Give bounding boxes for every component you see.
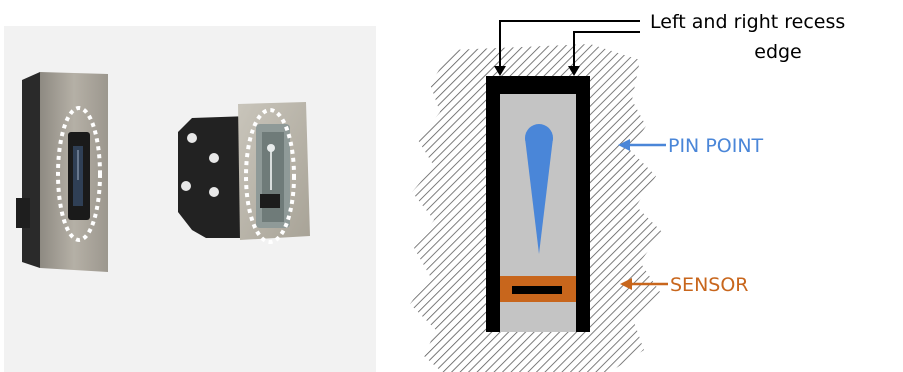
arrowhead-right-edge [568, 66, 580, 76]
pin-point-shape [525, 138, 553, 254]
fingerprint-module-angled-photo [178, 102, 310, 244]
sensor-label: SENSOR [670, 274, 749, 296]
pin-point-head [525, 124, 553, 152]
highlight-ellipse-left [56, 106, 102, 242]
recess-schematic: Left and right recess edge PIN POINT SEN… [410, 11, 845, 372]
product-photo-panel [4, 26, 376, 372]
sensor-arrowhead [620, 278, 632, 290]
fingerprint-module-front-photo [16, 72, 108, 272]
recess-edge-label-line1: Left and right recess [650, 11, 845, 33]
pin-point-arrowhead [618, 139, 630, 151]
arrowhead-left-edge [494, 66, 506, 76]
sensor-slot [512, 286, 562, 294]
recess-edge-label-line2: edge [754, 41, 802, 63]
pin-point-label: PIN POINT [668, 135, 764, 157]
recess-edge-arrows [499, 20, 640, 70]
highlight-ellipse-right [244, 108, 296, 244]
